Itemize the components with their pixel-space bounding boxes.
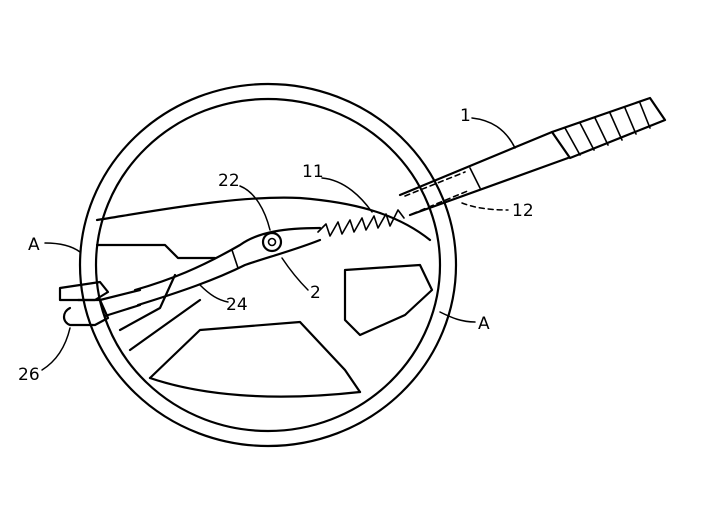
handle-grip	[550, 96, 667, 160]
hook-lower	[62, 298, 110, 327]
lock-device	[58, 96, 667, 327]
leader-2	[281, 257, 309, 291]
bottom-spoke-lower	[148, 376, 362, 398]
label-2: 2	[310, 283, 321, 303]
arm	[98, 288, 142, 318]
steering-wheel	[78, 82, 458, 448]
hook-upper	[58, 280, 110, 302]
label-12: 12	[512, 201, 534, 221]
label-11: 11	[302, 162, 324, 182]
right-spoke	[343, 263, 434, 337]
body-lower-edge	[136, 238, 322, 307]
leader-handle	[471, 117, 516, 149]
body-upper-edge	[133, 226, 322, 292]
reference-labels: 1 11 12 22 2 24 26 A A	[18, 106, 534, 385]
label-A-left: A	[28, 235, 40, 255]
leader-22	[239, 185, 271, 231]
upper-spoke-lower-edge	[95, 243, 217, 260]
label-22: 22	[218, 171, 240, 191]
leader-24	[199, 284, 229, 303]
label-A-right: A	[478, 314, 490, 334]
leader-A-left	[44, 242, 81, 253]
spring-coil	[317, 209, 405, 237]
outer-shaft	[398, 130, 570, 217]
sleeve-dashed	[404, 171, 471, 215]
left-spoke	[118, 273, 202, 352]
pivot-inner	[267, 237, 277, 247]
shaft-step	[469, 167, 481, 189]
handle-grip-ribs	[564, 102, 651, 156]
rim-outer	[78, 82, 458, 448]
rim-inner	[94, 97, 442, 433]
bottom-spoke	[148, 320, 362, 394]
body-seam	[231, 249, 239, 269]
label-26: 26	[18, 365, 40, 385]
label-1: 1	[460, 106, 471, 126]
leader-12	[461, 202, 509, 211]
leader-26	[41, 327, 71, 371]
leader-A-right	[439, 311, 476, 323]
upper-spoke	[95, 196, 432, 242]
leader-lines	[41, 117, 516, 371]
leader-11	[321, 177, 373, 213]
pivot-outer	[261, 231, 283, 253]
label-24: 24	[226, 295, 248, 315]
